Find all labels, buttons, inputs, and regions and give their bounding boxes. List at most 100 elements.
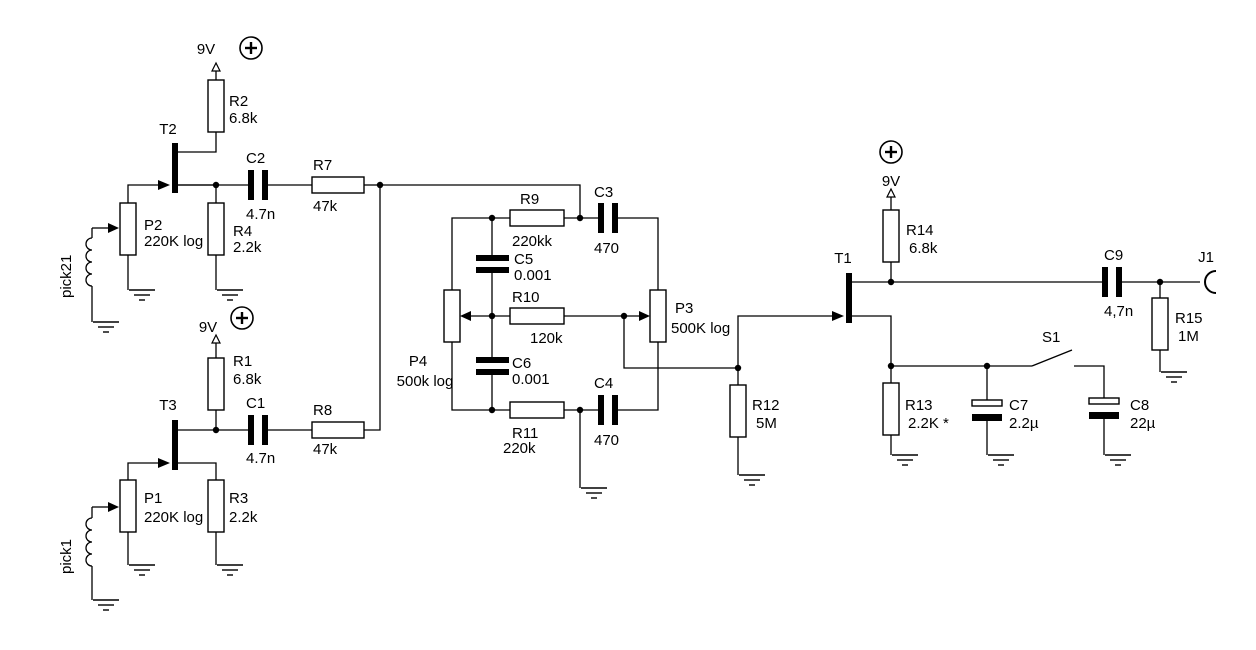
resistor-r15 [1151,297,1169,351]
capacitor-c1 [248,415,254,445]
p4-ref: P4 [409,353,427,370]
r4-value: 2.2k [233,239,262,256]
resistor-r1 [207,357,225,411]
r7-ref: R7 [313,157,332,174]
resistor-r10 [509,307,565,325]
r10-ref: R10 [512,289,540,306]
t1-ref: T1 [834,250,852,267]
t2-ref: T2 [159,121,177,138]
c9-value: 4,7n [1104,303,1133,320]
ground-icon [1104,454,1132,466]
resistor-r9 [509,209,565,227]
ground-icon [128,564,156,576]
transistor-t1 [846,273,852,323]
ground-icon [216,564,244,576]
c6-value: 0.001 [512,371,550,388]
r8-value: 47k [313,441,338,458]
plus-circle-icon [230,306,254,330]
p2-value: 220K log [144,233,203,250]
plus-circle-icon [239,36,263,60]
supply-9v-t3: 9V [199,306,254,358]
tone-network: P4 500k log C5 0.001 C6 0.001 R9 220kk C… [380,184,738,499]
resistor-r3 [207,479,225,533]
transistor-t3 [172,420,178,470]
p3-value: 500K log [671,320,730,337]
capacitor-c8 [1088,397,1120,405]
ground-icon [216,289,244,301]
output-stage: R12 5M T1 9V R14 6.8k R13 [729,140,1217,486]
r13-ref: R13 [905,397,933,414]
c7-ref: C7 [1009,397,1028,414]
plus-circle-icon [879,140,903,164]
c2-value: 4.7n [246,206,275,223]
r2-value: 6.8k [229,110,258,127]
ground-icon [92,599,120,611]
ground-icon [1160,371,1188,383]
pickup-coil-pick21: pick21 [58,228,120,333]
p1-value: 220K log [144,509,203,526]
resistor-r8 [311,421,365,439]
supply-label: 9V [882,173,900,190]
potentiometer-p2 [119,202,137,256]
resistor-r14 [882,209,900,263]
r14-ref: R14 [906,222,934,239]
switch-s1: S1 [1031,329,1105,398]
potentiometer-p4 [443,289,461,343]
r1-ref: R1 [233,353,252,370]
capacitor-c6 [476,357,509,363]
resistor-r13 [882,382,900,436]
r12-ref: R12 [752,397,780,414]
r7-value: 47k [313,198,338,215]
p1-ref: P1 [144,490,162,507]
capacitor-c7 [971,399,1003,407]
supply-label: 9V [199,319,217,336]
r9-ref: R9 [520,191,539,208]
ground-icon [738,474,766,486]
capacitor-c9 [1102,267,1108,297]
capacitor-c5 [476,255,509,261]
c8-ref: C8 [1130,397,1149,414]
j1-ref: J1 [1198,249,1214,266]
r10-value: 120k [530,330,563,347]
c1-ref: C1 [246,395,265,412]
c9-ref: C9 [1104,247,1123,264]
c1-value: 4.7n [246,450,275,467]
t3-ref: T3 [159,397,177,414]
r12-value: 5M [756,415,777,432]
lower-input-stage: 9V R1 6.8k T3 P1 220K log [58,181,384,611]
pick1-label: pick1 [58,539,75,574]
c8-value: 22µ [1130,415,1156,432]
supply-9v-t2: 9V [197,36,263,80]
r15-ref: R15 [1175,310,1203,327]
supply-9v-t1: 9V [879,140,903,210]
pickup-coil-pick1: pick1 [58,507,120,611]
resistor-r11 [509,401,565,419]
potentiometer-p3 [649,289,667,343]
c6-ref: C6 [512,355,531,372]
p4-value: 500k log [397,373,454,390]
supply-arrow-icon [211,61,221,72]
r11-value: 220k [503,440,536,457]
p3-ref: P3 [675,300,693,317]
p2-ref: P2 [144,217,162,234]
c5-ref: C5 [514,251,533,268]
c2-ref: C2 [246,150,265,167]
upper-input-stage: 9V R2 6.8k T2 P2 220K log [58,36,380,333]
c7-value: 2.2µ [1009,415,1039,432]
r13-value: 2.2K * [908,415,949,432]
ground-icon [580,487,608,499]
s1-ref: S1 [1042,329,1060,346]
r11-ref: R11 [512,425,538,442]
ground-icon [128,289,156,301]
c5-value: 0.001 [514,267,552,284]
c3-ref: C3 [594,184,613,201]
resistor-r4 [207,202,225,256]
r3-value: 2.2k [229,509,258,526]
resistor-r2 [207,79,225,133]
r3-ref: R3 [229,490,248,507]
supply-arrow-icon [211,333,221,344]
potentiometer-p1 [119,479,137,533]
capacitor-c4 [598,395,604,425]
resistor-r12 [729,384,747,438]
r4-ref: R4 [233,223,252,240]
